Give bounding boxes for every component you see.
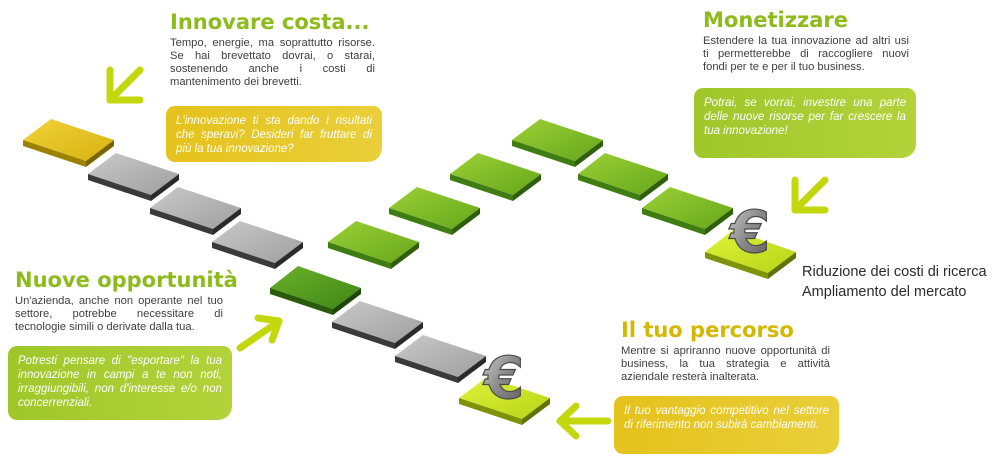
tile-gray-3 bbox=[212, 221, 303, 269]
monetizzare-bubble: Potrai, se vorrai, investire una parte d… bbox=[694, 88, 916, 158]
tile-gray-1 bbox=[88, 153, 179, 201]
svg-text:€: € bbox=[482, 344, 524, 412]
section-percorso: Il tuo percorso Mentre si apriranno nuov… bbox=[621, 318, 830, 384]
innovare-bubble: L'innovazione ti sta dando i risultati c… bbox=[166, 106, 382, 162]
tile-green-6 bbox=[328, 221, 419, 269]
tile-gray-5 bbox=[395, 335, 486, 383]
tile-gray-2 bbox=[150, 187, 241, 235]
tile-dark-green-junction bbox=[270, 266, 361, 315]
arrow-innovare-icon bbox=[106, 66, 144, 104]
nuove-bubble: Potresti pensare di "esportare" la tua i… bbox=[8, 346, 232, 420]
tile-green-top-1 bbox=[512, 119, 603, 167]
innovare-title: Innovare costa... bbox=[170, 10, 370, 34]
monetizzare-desc: Estendere la tua innovazione ad altri us… bbox=[703, 35, 909, 73]
outcome-label-2: Ampliamento del mercato bbox=[802, 284, 967, 300]
euro-upper-icon: € bbox=[727, 197, 771, 266]
monetizzare-title: Monetizzare bbox=[703, 8, 848, 32]
nuove-title: Nuove opportunità bbox=[15, 268, 238, 292]
tile-green-top-2 bbox=[578, 153, 668, 201]
tile-green-4 bbox=[450, 153, 541, 201]
tile-lime-lower bbox=[459, 377, 550, 425]
section-nuove: Nuove opportunità Un'azienda, anche non … bbox=[15, 268, 238, 334]
tile-yellow-start bbox=[23, 119, 114, 167]
tile-gray-4 bbox=[332, 301, 423, 349]
tile-lime-upper bbox=[705, 230, 796, 279]
percorso-bubble: Il tuo vantaggio competitivo nel settore… bbox=[614, 396, 839, 454]
percorso-title: Il tuo percorso bbox=[621, 318, 794, 342]
tile-green-top-3 bbox=[642, 187, 733, 235]
section-innovare: Innovare costa... Tempo, energie, ma sop… bbox=[170, 10, 375, 89]
svg-text:€: € bbox=[728, 198, 770, 266]
section-monetizzare: Monetizzare Estendere la tua innovazione… bbox=[703, 8, 909, 74]
arrow-nuove-icon bbox=[236, 314, 283, 352]
tile-green-5 bbox=[389, 187, 480, 235]
euro-lower-icon: € bbox=[481, 343, 525, 412]
percorso-desc: Mentre si apriranno nuove opportunità di… bbox=[621, 345, 830, 383]
arrow-monetizzare-icon bbox=[791, 176, 829, 214]
innovare-desc: Tempo, energie, ma soprattutto risorse. … bbox=[170, 37, 375, 88]
outcome-label-1: Riduzione dei costi di ricerca bbox=[802, 264, 987, 280]
arrow-percorso-icon bbox=[556, 402, 612, 440]
nuove-desc: Un'azienda, anche non operante nel tuo s… bbox=[15, 295, 223, 333]
